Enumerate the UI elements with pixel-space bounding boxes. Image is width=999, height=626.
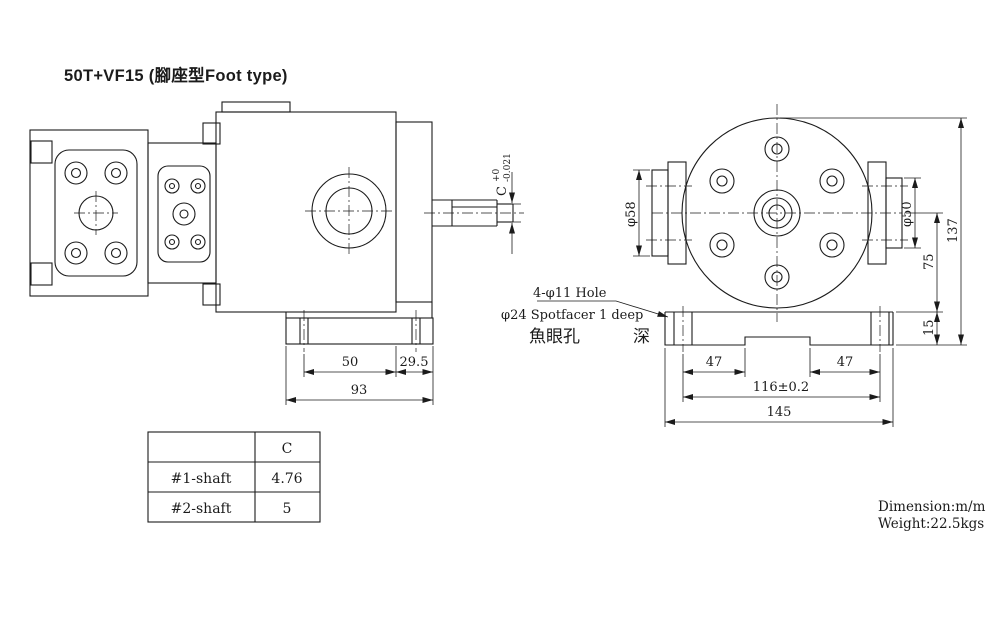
bolt-hole: [104, 161, 128, 185]
bolt-hole-inner: [110, 167, 122, 179]
hatch-block-top: [202, 122, 221, 145]
bolt-hole-inner: [70, 167, 82, 179]
table-border: [147, 431, 321, 523]
cover-bolt: [709, 168, 735, 194]
footer-dimension-note: Dimension:m/m: [878, 499, 986, 515]
cover-bolt-inner: [716, 239, 728, 251]
footer-notes: Dimension:m/m Weight:22.5kgs: [878, 499, 986, 532]
leader-line: [537, 300, 669, 318]
cover-bolt: [709, 232, 735, 258]
footer-weight-note: Weight:22.5kgs: [878, 516, 984, 532]
front-cover: [395, 121, 433, 303]
left-port-block: [651, 169, 669, 257]
dim-50-label: 50: [342, 355, 359, 370]
shaft-c-tol-lower: -0.021: [503, 153, 513, 182]
drawing-title: 50T+VF15 (腳座型Foot type): [64, 65, 288, 85]
right-port-block: [885, 177, 903, 249]
bolt-hole: [190, 178, 206, 194]
left-view: C +0 -0.021 50 29.5 93: [29, 101, 524, 405]
rear-flange-plate: [54, 149, 138, 277]
shaft-c-tol-upper: +0: [492, 168, 502, 182]
bolt-hole: [164, 234, 180, 250]
bolt-hole: [190, 234, 206, 250]
bolt-hole-inner: [194, 182, 202, 190]
bolt-hole-inner: [168, 238, 176, 246]
dim-47-left-label: 47: [706, 355, 723, 370]
dim-75: 75: [922, 253, 937, 270]
dim-145-label: 145: [767, 405, 792, 420]
cover-bolt-inner: [716, 175, 728, 187]
dim-phi50: φ50: [900, 201, 915, 227]
shaft-c-label: C: [495, 186, 510, 196]
note-line3-cjk: 魚眼孔: [529, 327, 580, 347]
dim-47-right-label: 47: [837, 355, 854, 370]
cover-bolt: [764, 136, 790, 162]
dim-116-label: 116±0.2: [753, 380, 809, 395]
spacer-center-bore-inner: [179, 209, 189, 219]
hatch-block-top-left: [30, 140, 53, 164]
dim-75-label: 75: [922, 253, 937, 270]
dim-93-label: 93: [351, 383, 368, 398]
bolt-hole-inner: [70, 247, 82, 259]
dim-137: 137: [946, 218, 961, 243]
dim-29-5-label: 29.5: [400, 355, 429, 370]
bolt-hole-inner: [168, 182, 176, 190]
cover-bolt-inner: [826, 239, 838, 251]
bolt-hole-inner: [110, 247, 122, 259]
right-view: φ58 φ50 137 75 15: [624, 104, 967, 427]
shaft-c-dimension: C +0 -0.021: [492, 153, 513, 196]
hatch-block-bottom-left: [30, 262, 53, 286]
bolt-hole: [64, 161, 88, 185]
cover-bolt-inner: [826, 175, 838, 187]
table-row-value: 5: [283, 501, 292, 517]
base-outline: [664, 311, 894, 346]
cover-bolt-inner: [771, 271, 783, 283]
hatch-block-bottom: [202, 283, 221, 306]
spacer-plate: [157, 165, 211, 263]
table-row-label: #2-shaft: [171, 501, 232, 517]
dim-15-label: 15: [922, 319, 937, 336]
dim-phi50-label: φ50: [900, 201, 915, 227]
bolt-hole: [104, 241, 128, 265]
pump-body: [215, 111, 397, 313]
dim-phi58-label: φ58: [624, 201, 639, 227]
cover-bolt: [819, 168, 845, 194]
bolt-hole: [164, 178, 180, 194]
table-row-value: 4.76: [271, 471, 302, 487]
table-row-label: #1-shaft: [171, 471, 232, 487]
bolt-hole-inner: [194, 238, 202, 246]
dim-phi58: φ58: [624, 201, 639, 227]
cover-bolt: [819, 232, 845, 258]
note-line3-cjk-deep: 深: [633, 327, 650, 347]
shaft-table: C #1-shaft 4.76 #2-shaft 5: [147, 431, 321, 523]
dim-137-label: 137: [946, 218, 961, 243]
cover-bolt: [764, 264, 790, 290]
bolt-hole: [64, 241, 88, 265]
table-header-c: C: [282, 441, 293, 457]
body-top-boss: [221, 101, 291, 113]
cover-bolt-inner: [771, 143, 783, 155]
dim-15: 15: [922, 319, 937, 336]
foot-base: [285, 317, 434, 345]
note-line2: φ24 Spotfacer 1 deep: [501, 308, 643, 323]
hole-note: 4-φ11 Hole φ24 Spotfacer 1 deep 魚眼孔 深: [501, 286, 669, 347]
spacer-center-bore: [172, 202, 196, 226]
note-line1: 4-φ11 Hole: [533, 286, 607, 301]
